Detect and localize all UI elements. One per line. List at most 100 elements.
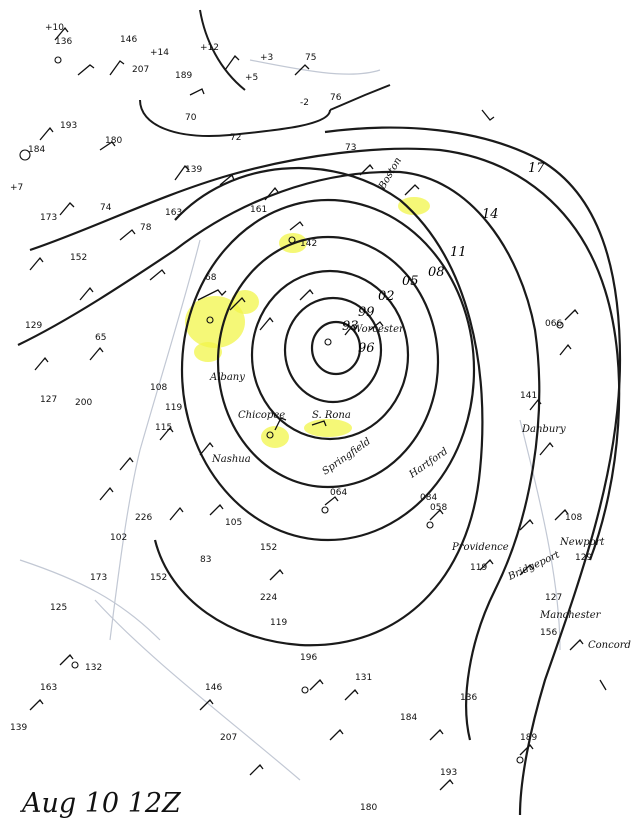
station-value: 136	[55, 37, 72, 47]
highlight-west-1	[185, 296, 245, 348]
isobar-label-17: 17	[528, 161, 545, 176]
station-value: 207	[220, 733, 237, 743]
place-newport: Newport	[559, 537, 605, 548]
station-value: 180	[105, 136, 122, 146]
station-value: 163	[40, 683, 57, 693]
place-manchester: Manchester	[539, 610, 602, 621]
station-value: 152	[260, 543, 277, 553]
station-value: 119	[470, 563, 487, 573]
station-value: 146	[120, 35, 137, 45]
station-value: 173	[90, 573, 107, 583]
station-value: 78	[140, 223, 152, 233]
highlight-chicopee	[261, 426, 289, 448]
station-value: 72	[230, 133, 241, 143]
station-value: 102	[110, 533, 127, 543]
isobar-17	[324, 126, 622, 816]
station-value: 189	[520, 733, 537, 743]
place-springfield: Springfield	[320, 436, 372, 477]
station-value: +7	[10, 183, 23, 193]
isobar-label-99: 99	[358, 305, 375, 320]
highlight-marks	[185, 197, 430, 448]
station-value: 127	[40, 395, 57, 405]
station-value: 105	[225, 518, 242, 528]
isobars	[17, 126, 622, 816]
station-value: 125	[50, 603, 67, 613]
station-value: 76	[330, 93, 342, 103]
station-value: 73	[345, 143, 356, 153]
place-albany: Albany	[209, 372, 245, 383]
station-value: 119	[270, 618, 287, 628]
station-value: 132	[85, 663, 102, 673]
place-concord: Concord	[588, 640, 631, 651]
station-value: 108	[565, 513, 582, 523]
station-value: 196	[300, 653, 317, 663]
station-value: 136	[460, 693, 477, 703]
isobar-label-05: 05	[402, 274, 419, 289]
station-value: 108	[150, 383, 167, 393]
wind-barbs	[19, 26, 607, 791]
isobar-11	[17, 170, 541, 741]
station-value: 70	[185, 113, 197, 123]
front-northeast	[329, 84, 391, 111]
isobar-02	[216, 235, 440, 489]
station-value: +5	[245, 73, 258, 83]
place-danbury: Danbury	[521, 424, 566, 435]
station-value: 193	[60, 121, 77, 131]
station-value: 084	[420, 493, 437, 503]
station-value: 161	[250, 205, 267, 215]
map-caption: Aug 10 12Z	[19, 788, 182, 819]
station-value: 68	[205, 273, 217, 283]
place-labels: Chicopee S. Rona Springfield Hartford Da…	[209, 156, 631, 651]
station-value: 75	[305, 53, 316, 63]
isobar-label-14: 14	[482, 207, 499, 222]
faint-coast-lines	[19, 59, 561, 781]
isobar-label-93: 93	[342, 319, 359, 334]
station-value: -2	[300, 98, 309, 108]
station-value: 129	[25, 321, 42, 331]
front-north	[139, 99, 331, 137]
front-northwest	[199, 9, 246, 91]
station-value: +12	[200, 43, 219, 53]
station-value: +3	[260, 53, 273, 63]
station-value: 156	[540, 628, 557, 638]
highlight-northeast	[398, 197, 430, 215]
station-value: 74	[100, 203, 112, 213]
isobar-96	[283, 296, 383, 404]
isobar-label-02: 02	[378, 289, 395, 304]
station-value: 224	[260, 593, 277, 603]
fronts	[139, 9, 391, 137]
station-value: 184	[400, 713, 417, 723]
station-value: 141	[520, 391, 537, 401]
station-value: 152	[70, 253, 87, 263]
station-value: 200	[75, 398, 92, 408]
station-value: 207	[132, 65, 149, 75]
station-value: +14	[150, 48, 169, 58]
station-value: 064	[330, 488, 347, 498]
isobar-label-96: 96	[358, 341, 375, 356]
station-value: 146	[205, 683, 222, 693]
station-value: 139	[10, 723, 27, 733]
station-value: 129	[575, 553, 592, 563]
station-value: 058	[430, 503, 447, 513]
station-value: +10	[45, 23, 64, 33]
station-value: 163	[165, 208, 182, 218]
isobar-label-11: 11	[450, 245, 467, 260]
highlight-south	[304, 419, 352, 437]
place-nashua: Nashua	[211, 454, 251, 465]
station-value: 119	[165, 403, 182, 413]
place-chicopee: Chicopee	[238, 410, 285, 421]
isobar-99	[250, 269, 410, 441]
station-value: 189	[175, 71, 192, 81]
station-value: 131	[355, 673, 372, 683]
highlight-west-3	[194, 342, 222, 362]
station-values: 184 136 146 207 189 193 180 139 163 173 152 129 127 1…	[10, 23, 592, 813]
station-value: 152	[150, 573, 167, 583]
station-value: 115	[155, 423, 172, 433]
station-value: 142	[300, 239, 317, 249]
isobar-08	[153, 166, 484, 647]
isobar-label-08: 08	[428, 265, 445, 280]
isobar-05	[180, 198, 476, 542]
station-value: 066	[545, 319, 562, 329]
station-value: 226	[135, 513, 152, 523]
